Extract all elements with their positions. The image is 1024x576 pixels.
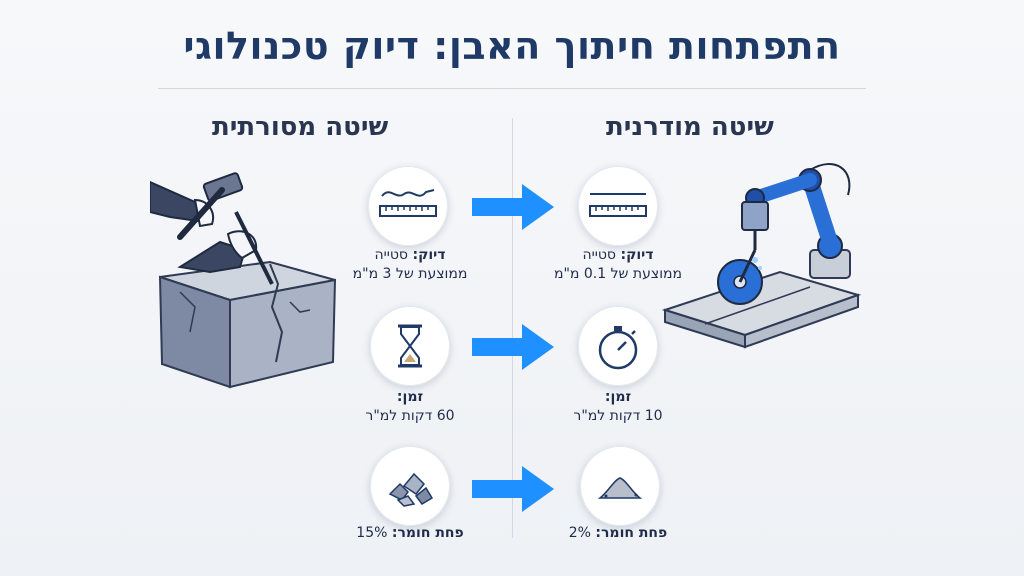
page-title: התפתחות חיתוך האבן: דיוק טכנולוגי [183,24,841,68]
modern-precision-caption: דיוק: סטייה ממוצעת של 0.1 מ"מ [553,247,683,282]
traditional-heading: שיטה מסורתית [212,112,389,142]
metric-label: דיוק: [412,247,446,263]
traditional-precision-icon [368,166,448,246]
modern-waste-caption: פחת חומר: 2% [568,525,668,541]
arrow-right-icon [472,466,554,512]
hammer-chisel-stone [150,172,337,389]
traditional-precision-caption: דיוק: סטייה ממוצעת של 3 מ"מ [352,247,468,282]
traditional-time-icon [370,306,450,386]
arrow-right-icon [472,324,554,370]
traditional-waste-caption: פחת חומר: 15% [356,525,464,541]
dust-pile-icon [597,477,643,499]
hourglass-icon [398,324,422,368]
modern-waste-icon [580,446,660,526]
metric-label: פחת חומר: [595,525,668,541]
robot-saw-slab [661,163,862,349]
ruler-wave-icon [379,189,437,217]
modern-heading: שיטה מודרנית [606,112,774,142]
metric-label: דיוק: [620,247,654,263]
rubble-icon [388,472,434,507]
traditional-time-caption: זמן: 60 דקות למ"ר [365,389,455,424]
metric-label: זמן: [604,389,632,405]
stopwatch-icon [598,326,638,370]
ruler-flat-icon [589,193,647,217]
metric-label: זמן: [396,389,424,405]
modern-time-icon [578,306,658,386]
title-divider [158,88,866,89]
arrow-right-icon [472,184,554,230]
column-divider [512,118,513,538]
modern-precision-icon [578,166,658,246]
metric-label: פחת חומר: [391,525,464,541]
modern-time-caption: זמן: 10 דקות למ"ר [573,389,663,424]
traditional-waste-icon [370,446,450,526]
